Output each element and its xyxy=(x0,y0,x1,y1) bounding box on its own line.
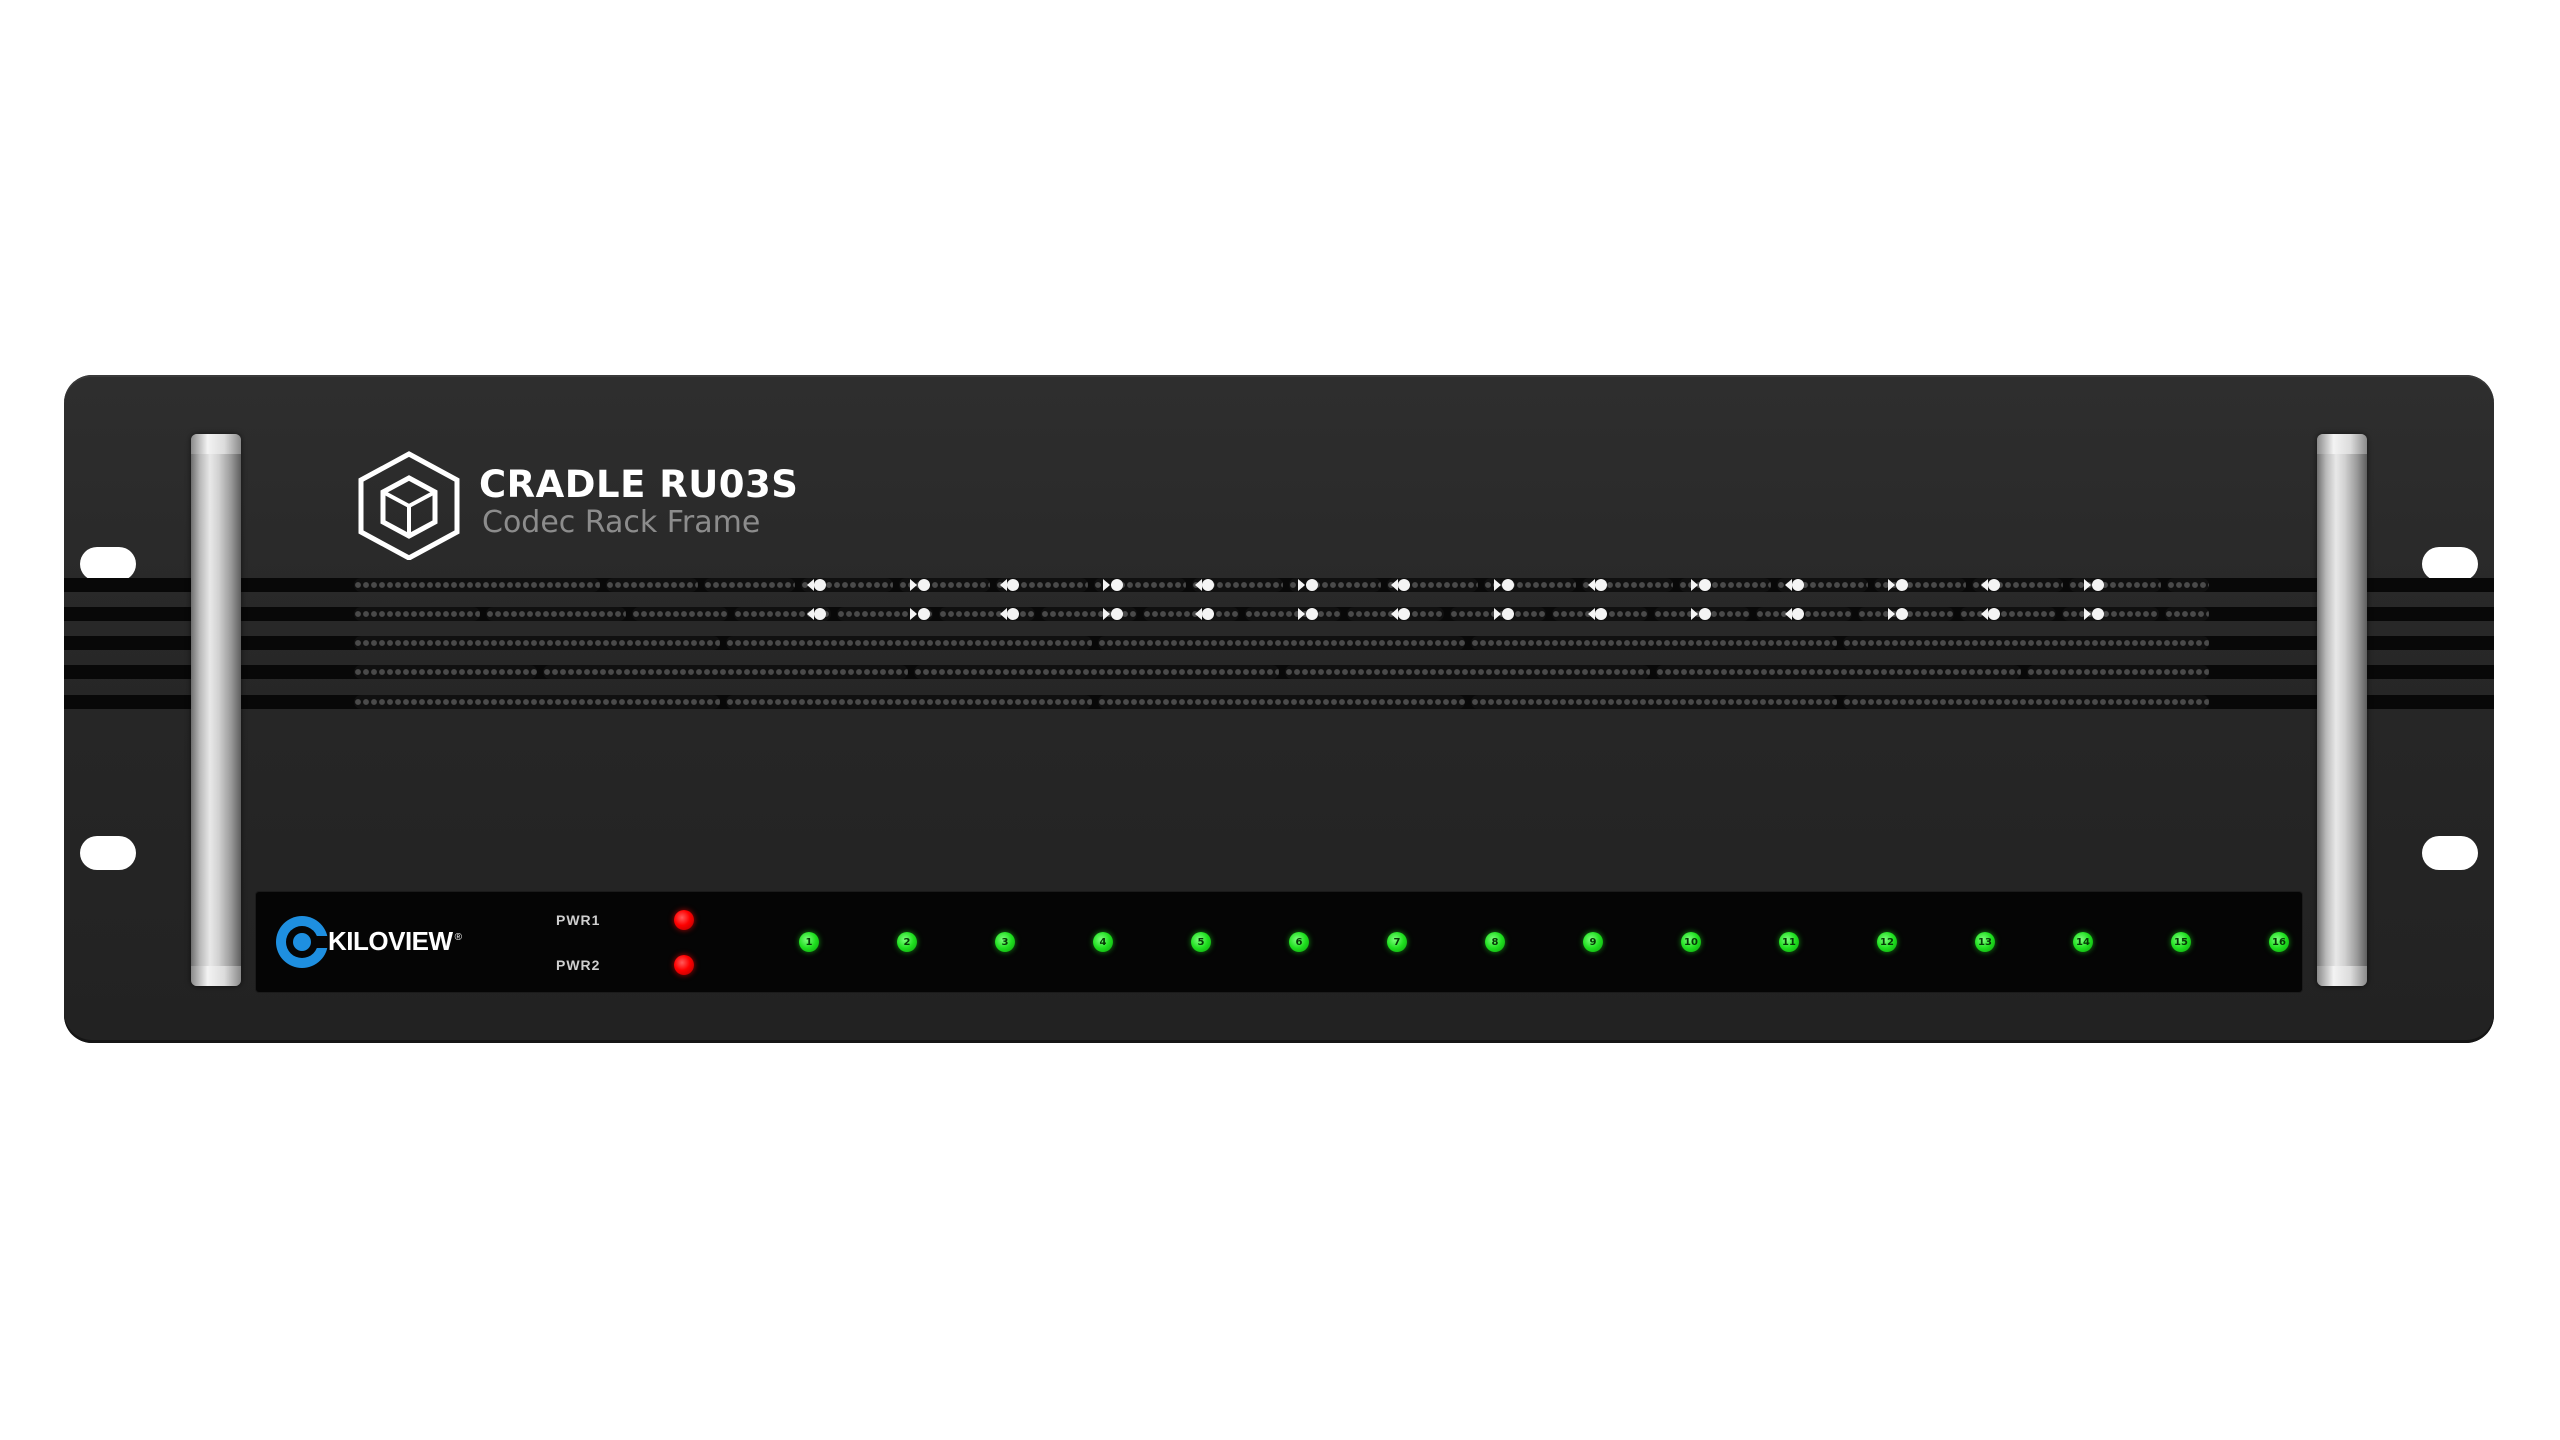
rack-handle-right[interactable] xyxy=(2317,434,2367,986)
vent-row xyxy=(354,695,2210,709)
card-latch[interactable] xyxy=(1691,578,1713,592)
card-latch[interactable] xyxy=(1981,578,2008,592)
card-latch[interactable] xyxy=(1391,578,1418,592)
card-latch[interactable] xyxy=(1000,578,1027,592)
pwr1-led xyxy=(674,910,694,930)
card-latch[interactable] xyxy=(1588,607,1615,621)
trademark-symbol: ® xyxy=(454,932,462,944)
mount-hole-bottom-left xyxy=(80,836,136,870)
channel-led-15: 15 xyxy=(2171,932,2191,952)
card-latch[interactable] xyxy=(1000,607,1027,621)
card-latch[interactable] xyxy=(1785,607,1812,621)
card-latch[interactable] xyxy=(2084,607,2106,621)
card-latch[interactable] xyxy=(1195,607,1222,621)
channel-led-13: 13 xyxy=(1975,932,1995,952)
pwr2-label: PWR2 xyxy=(556,957,601,973)
kiloview-wordmark: KILOVIEW® xyxy=(328,926,462,956)
card-latch[interactable] xyxy=(807,578,834,592)
card-latch[interactable] xyxy=(1888,607,1910,621)
vent-row xyxy=(354,665,2209,679)
card-latch[interactable] xyxy=(1588,578,1615,592)
mount-hole-bottom-right xyxy=(2422,836,2478,870)
card-latch[interactable] xyxy=(910,578,932,592)
model-title: CRADLE RU03S xyxy=(479,463,799,506)
card-latch[interactable] xyxy=(1888,578,1910,592)
card-latch[interactable] xyxy=(1981,607,2008,621)
rack-chassis: CRADLE RU03S Codec Rack Frame KILOVIEW® … xyxy=(64,375,2494,1043)
vent-row xyxy=(354,636,2210,650)
cube-logo-icon xyxy=(358,451,460,560)
card-latch[interactable] xyxy=(1494,578,1516,592)
pwr1-label: PWR1 xyxy=(556,912,601,928)
channel-led-10: 10 xyxy=(1681,932,1701,952)
card-latch[interactable] xyxy=(1494,607,1516,621)
card-latch[interactable] xyxy=(1195,578,1222,592)
channel-led-9: 9 xyxy=(1583,932,1603,952)
card-latch[interactable] xyxy=(2084,578,2106,592)
channel-led-6: 6 xyxy=(1289,932,1309,952)
mount-hole-top-right xyxy=(2422,547,2478,581)
channel-led-4: 4 xyxy=(1093,932,1113,952)
card-latch[interactable] xyxy=(910,607,932,621)
card-latch[interactable] xyxy=(1103,578,1125,592)
card-latch[interactable] xyxy=(807,607,834,621)
kiloview-logo-icon xyxy=(276,916,332,968)
channel-led-7: 7 xyxy=(1387,932,1407,952)
model-subtitle: Codec Rack Frame xyxy=(482,505,761,540)
vent-row xyxy=(354,607,2209,621)
channel-led-1: 1 xyxy=(799,932,819,952)
card-latch[interactable] xyxy=(1298,607,1320,621)
vent-row xyxy=(354,578,2209,592)
channel-led-14: 14 xyxy=(2073,932,2093,952)
mount-hole-top-left xyxy=(80,547,136,581)
card-latch[interactable] xyxy=(1298,578,1320,592)
channel-led-2: 2 xyxy=(897,932,917,952)
pwr2-led xyxy=(674,955,694,975)
channel-led-12: 12 xyxy=(1877,932,1897,952)
card-latch[interactable] xyxy=(1785,578,1812,592)
channel-led-5: 5 xyxy=(1191,932,1211,952)
card-latch[interactable] xyxy=(1103,607,1125,621)
card-latch[interactable] xyxy=(1391,607,1418,621)
channel-led-11: 11 xyxy=(1779,932,1799,952)
card-latch[interactable] xyxy=(1691,607,1713,621)
rack-handle-left[interactable] xyxy=(191,434,241,986)
channel-led-8: 8 xyxy=(1485,932,1505,952)
channel-led-3: 3 xyxy=(995,932,1015,952)
channel-led-16: 16 xyxy=(2269,932,2289,952)
